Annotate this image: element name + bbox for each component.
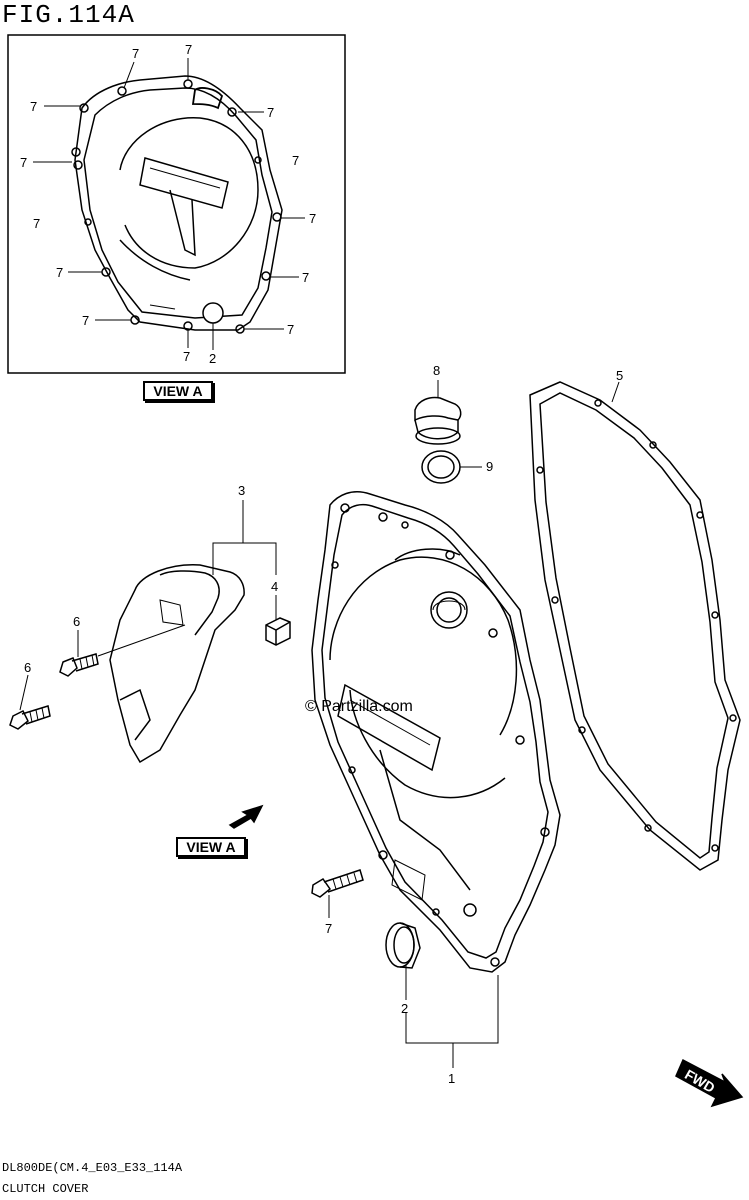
callout-cover-bolt: 7 <box>325 921 333 936</box>
figure-title: FIG.114A <box>2 0 135 30</box>
callout-damper: 4 <box>271 579 279 594</box>
callout-inset-bolt: 7 <box>20 155 28 170</box>
callout-guard-set: 3 <box>238 483 246 498</box>
view-direction-arrow <box>228 804 264 829</box>
callout-inset-bolt: 7 <box>82 313 90 328</box>
view-a-inset-frame <box>7 34 346 374</box>
callout-inset-bolt: 7 <box>287 322 295 337</box>
callout-inset-bolt: 7 <box>183 349 191 364</box>
cover-bolt-drawing <box>311 869 364 898</box>
plug-drawing <box>385 922 421 969</box>
callout-inset-bolt: 7 <box>56 265 64 280</box>
main-leaders <box>19 380 620 1068</box>
callout-guard-bolt-lower: 6 <box>24 660 32 675</box>
damper-drawing <box>265 617 291 646</box>
section-title: CLUTCH COVER <box>2 1182 89 1196</box>
callout-inset-bolt: 7 <box>132 46 140 61</box>
clutch-cover-drawing <box>311 491 561 973</box>
view-a-label-inset: VIEW A <box>143 381 213 401</box>
view-a-label-main: VIEW A <box>176 837 246 857</box>
copyright-watermark: © Partzilla.com <box>305 698 413 715</box>
callout-guard-bolt-upper: 6 <box>73 614 81 629</box>
callout-inset-bolt: 7 <box>30 99 38 114</box>
callout-inset-bolt: 7 <box>185 42 193 57</box>
guard-bolt-upper-drawing <box>59 653 99 677</box>
guard-bolt-lower-drawing <box>9 705 51 730</box>
fwd-arrow-icon <box>675 1058 744 1108</box>
inset-leaders <box>33 58 305 350</box>
gasket-drawing <box>529 381 741 871</box>
clutch-guard-drawing <box>109 564 245 764</box>
callout-inset-bolt: 7 <box>309 211 317 226</box>
callout-inset-bolt: 7 <box>302 270 310 285</box>
callout-inset-bolt: 7 <box>267 105 275 120</box>
callout-inset-bolt: 7 <box>33 216 41 231</box>
callout-o-ring: 9 <box>486 459 494 474</box>
callout-inset-bolt: 7 <box>292 153 300 168</box>
callout-cover-assy: 1 <box>448 1071 456 1086</box>
callout-plug: 2 <box>401 1001 409 1016</box>
o-ring-drawing <box>421 450 461 484</box>
callout-gasket: 5 <box>616 368 624 383</box>
model-code: DL800DE(CM.4_E03_E33_114A <box>2 1161 183 1175</box>
callout-inset-plug: 2 <box>209 351 217 366</box>
callout-filler-cap: 8 <box>433 363 441 378</box>
filler-cap-drawing <box>414 396 462 445</box>
